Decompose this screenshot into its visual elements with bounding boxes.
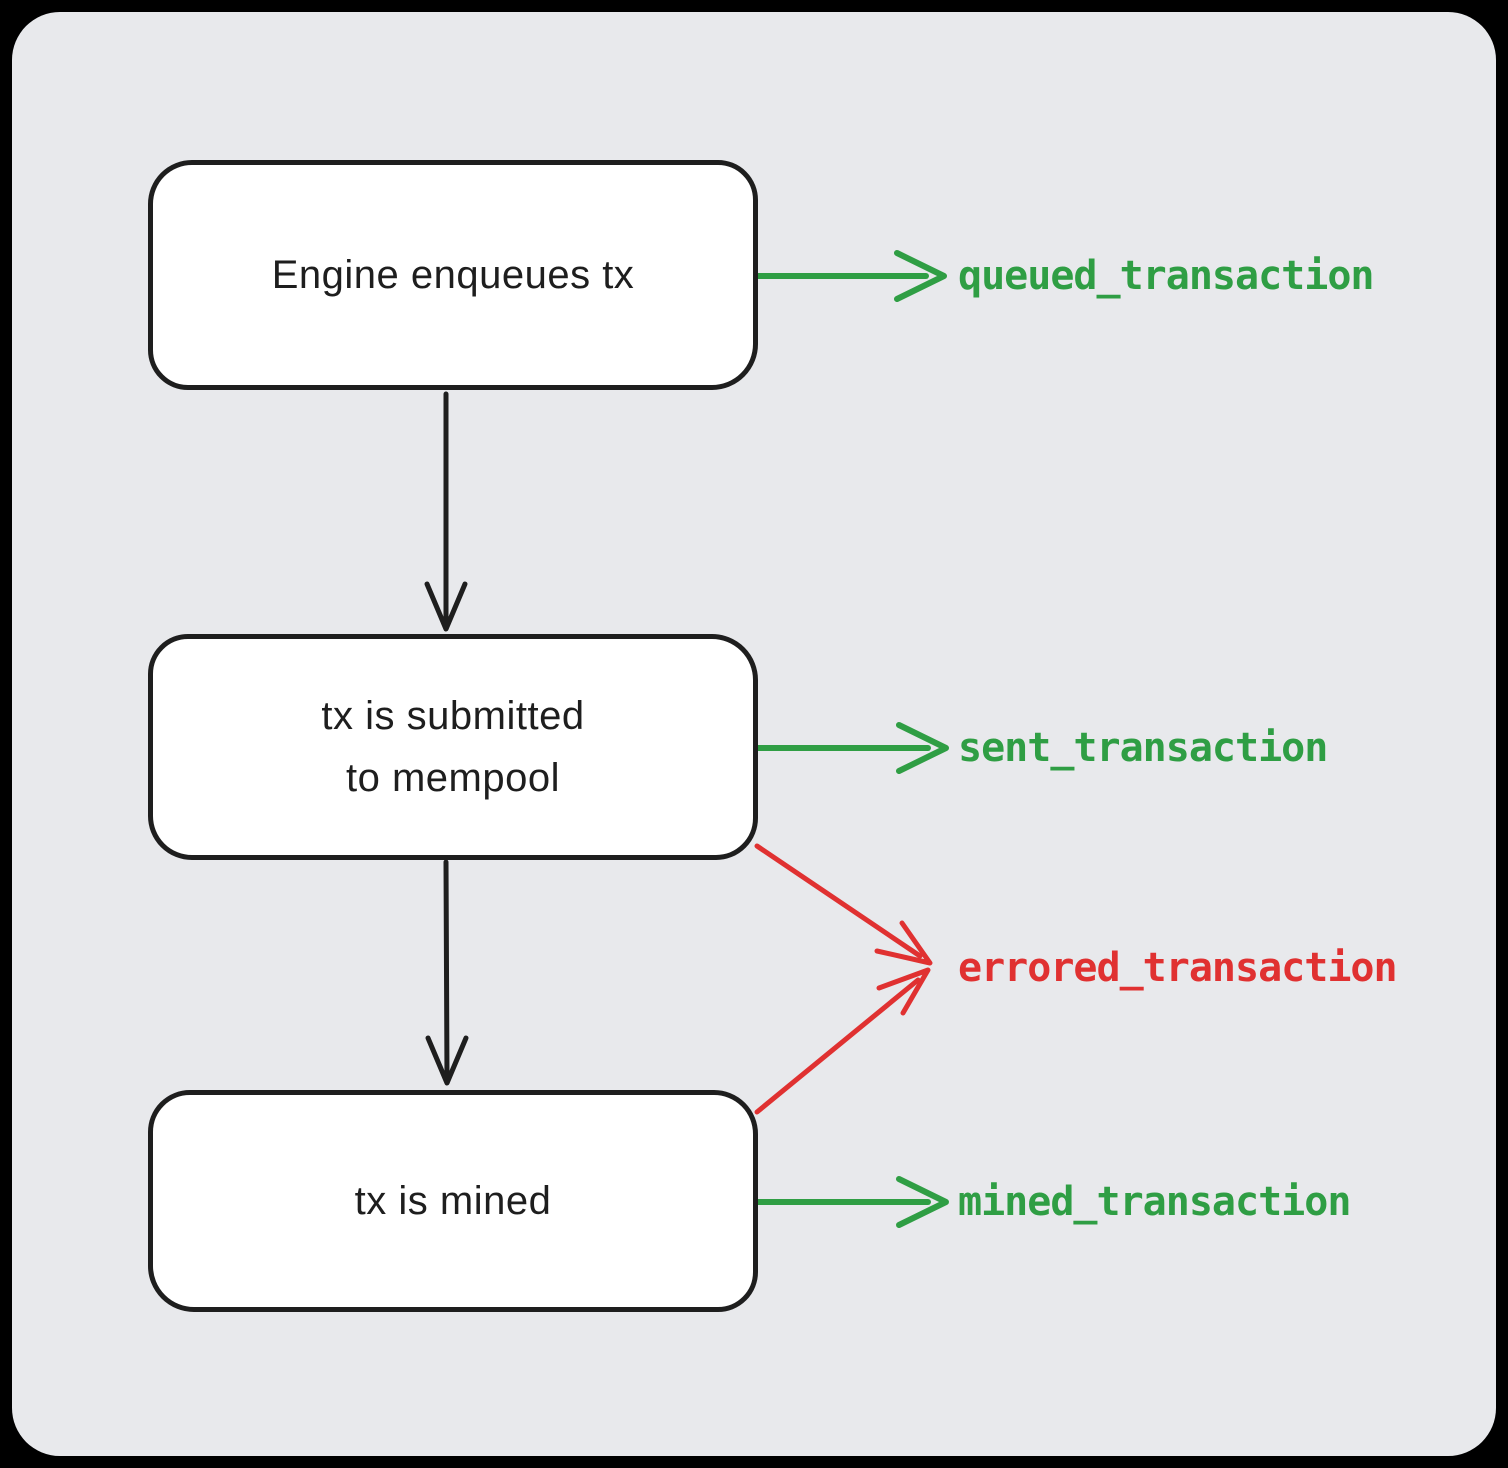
node-engine-enqueues-tx: Engine enqueues tx (148, 160, 758, 390)
node-tx-submitted-to-mempool: tx is submitted to mempool (148, 634, 758, 860)
node-tx-is-mined: tx is mined (148, 1090, 758, 1312)
node-label: tx is submitted to mempool (321, 694, 585, 800)
node-label: tx is mined (354, 1179, 552, 1223)
node-label: Engine enqueues tx (271, 253, 635, 297)
